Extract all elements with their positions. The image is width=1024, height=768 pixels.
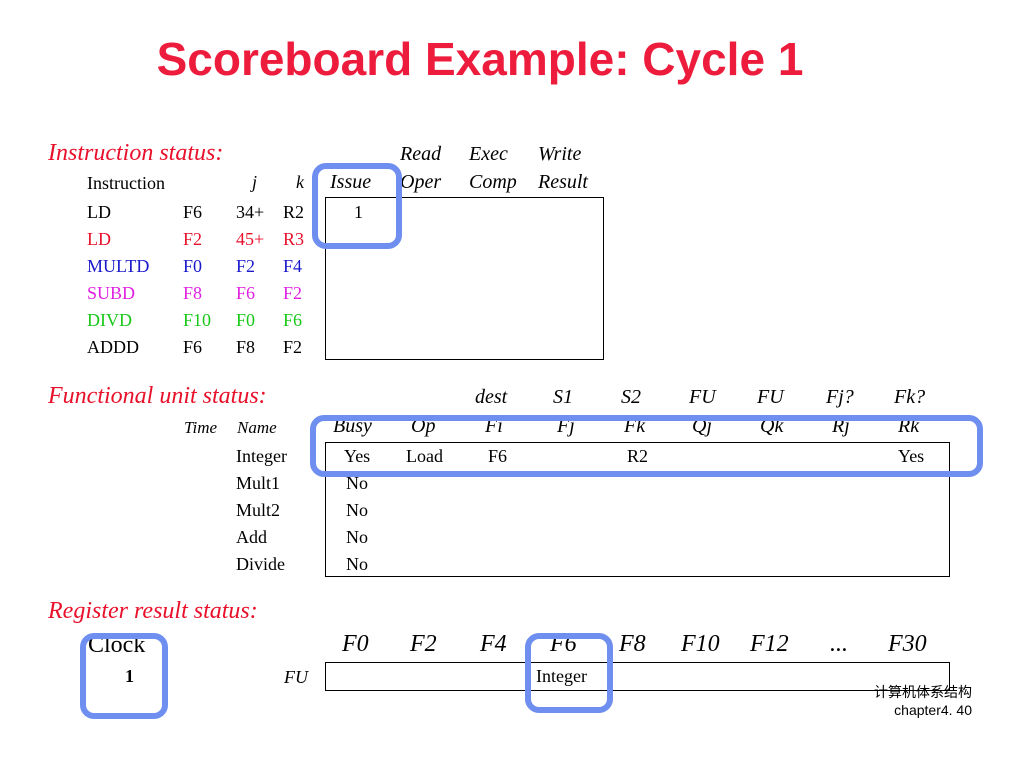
fu-row-name: Integer bbox=[236, 446, 287, 466]
f6-highlight-box bbox=[525, 633, 613, 713]
exec-header: Exec bbox=[469, 143, 508, 165]
time-col-header: Time bbox=[184, 418, 218, 437]
integer-unit-highlight-box bbox=[310, 415, 983, 477]
instr-k: R3 bbox=[283, 229, 305, 249]
instr-k: R2 bbox=[283, 202, 305, 222]
instr-k: F2 bbox=[283, 337, 303, 357]
reg-header-F12: F12 bbox=[750, 631, 789, 657]
slide-title: Scoreboard Example: Cycle 1 bbox=[156, 33, 804, 85]
result-col-header: Result bbox=[538, 171, 588, 193]
fu-row-name: Mult2 bbox=[236, 500, 281, 520]
reg-value-F6: Integer bbox=[536, 666, 587, 686]
instr-dest: F10 bbox=[183, 310, 212, 330]
instr-op: LD bbox=[87, 229, 111, 249]
instr-k: F6 bbox=[283, 310, 303, 330]
instr-j: 45+ bbox=[236, 229, 265, 249]
fu-row-busy: No bbox=[346, 527, 368, 547]
fu-row-busy: No bbox=[346, 554, 368, 574]
register-result-table-box bbox=[325, 662, 950, 691]
instr-j: F8 bbox=[236, 337, 256, 357]
reg-header-F10: F10 bbox=[681, 631, 720, 657]
instr-op: LD bbox=[87, 202, 111, 222]
instruction-status-label: Instruction status: bbox=[48, 140, 224, 166]
instr-dest: F2 bbox=[183, 229, 203, 249]
instruction-status-table-box bbox=[325, 197, 604, 360]
fu-qk-header: FU bbox=[757, 386, 784, 408]
s1-header: S1 bbox=[553, 386, 573, 408]
instr-issue: 1 bbox=[354, 202, 363, 222]
instr-j: 34+ bbox=[236, 202, 265, 222]
instr-dest: F6 bbox=[183, 202, 203, 222]
fu-row-fk: R2 bbox=[627, 446, 649, 466]
fu-row-busy: No bbox=[346, 473, 368, 493]
reg-header-F2: F2 bbox=[410, 631, 437, 657]
fu-row-name: Divide bbox=[236, 554, 285, 574]
k-col-header: k bbox=[296, 172, 304, 192]
write-header: Write bbox=[538, 143, 582, 165]
functional-unit-table-box bbox=[325, 442, 950, 577]
instr-j: F0 bbox=[236, 310, 256, 330]
clock-value: 1 bbox=[125, 666, 134, 686]
fu-row-busy: Yes bbox=[344, 446, 371, 466]
course-name: 计算机体系结构 bbox=[874, 684, 972, 700]
name-col-header: Name bbox=[237, 418, 277, 437]
reg-header-F0: F0 bbox=[342, 631, 369, 657]
fu-row-rk: Yes bbox=[898, 446, 925, 466]
fu-row-name: Add bbox=[236, 527, 267, 547]
instruction-col-header: Instruction bbox=[87, 173, 165, 193]
instr-k: F4 bbox=[283, 256, 303, 276]
reg-header-ellipsis: ... bbox=[830, 631, 848, 657]
instr-op: SUBD bbox=[87, 283, 136, 303]
instr-op: MULTD bbox=[87, 256, 150, 276]
reg-header-F30: F30 bbox=[888, 631, 927, 657]
read-header: Read bbox=[400, 143, 442, 165]
instr-dest: F6 bbox=[183, 337, 203, 357]
s2-header: S2 bbox=[621, 386, 641, 408]
issue-highlight-box bbox=[312, 163, 402, 249]
fu-qj-header: FU bbox=[689, 386, 716, 408]
register-result-status-label: Register result status: bbox=[48, 598, 258, 624]
fu-row-busy: No bbox=[346, 500, 368, 520]
reg-header-F8: F8 bbox=[619, 631, 646, 657]
instr-op: DIVD bbox=[87, 310, 132, 330]
fu-row-op: Load bbox=[406, 446, 443, 466]
fu-row-label: FU bbox=[284, 667, 308, 687]
instr-j: F6 bbox=[236, 283, 256, 303]
fk-ready-header: Fk? bbox=[894, 386, 926, 408]
instr-op: ADDD bbox=[87, 337, 139, 357]
functional-unit-status-label: Functional unit status: bbox=[48, 383, 267, 409]
fu-row-name: Mult1 bbox=[236, 473, 281, 493]
j-col-header: j bbox=[252, 172, 258, 192]
slide-number: chapter4. 40 bbox=[894, 702, 972, 718]
instr-dest: F0 bbox=[183, 256, 203, 276]
dest-header: dest bbox=[475, 386, 508, 408]
instr-k: F2 bbox=[283, 283, 303, 303]
instr-j: F2 bbox=[236, 256, 256, 276]
issue-col-header: Issue bbox=[330, 171, 372, 193]
oper-col-header: Oper bbox=[400, 171, 442, 193]
fj-ready-header: Fj? bbox=[826, 386, 854, 408]
reg-header-F4: F4 bbox=[480, 631, 507, 657]
comp-col-header: Comp bbox=[469, 171, 517, 193]
fu-row-fi: F6 bbox=[488, 446, 508, 466]
instr-dest: F8 bbox=[183, 283, 203, 303]
clock-highlight-box bbox=[80, 633, 168, 719]
